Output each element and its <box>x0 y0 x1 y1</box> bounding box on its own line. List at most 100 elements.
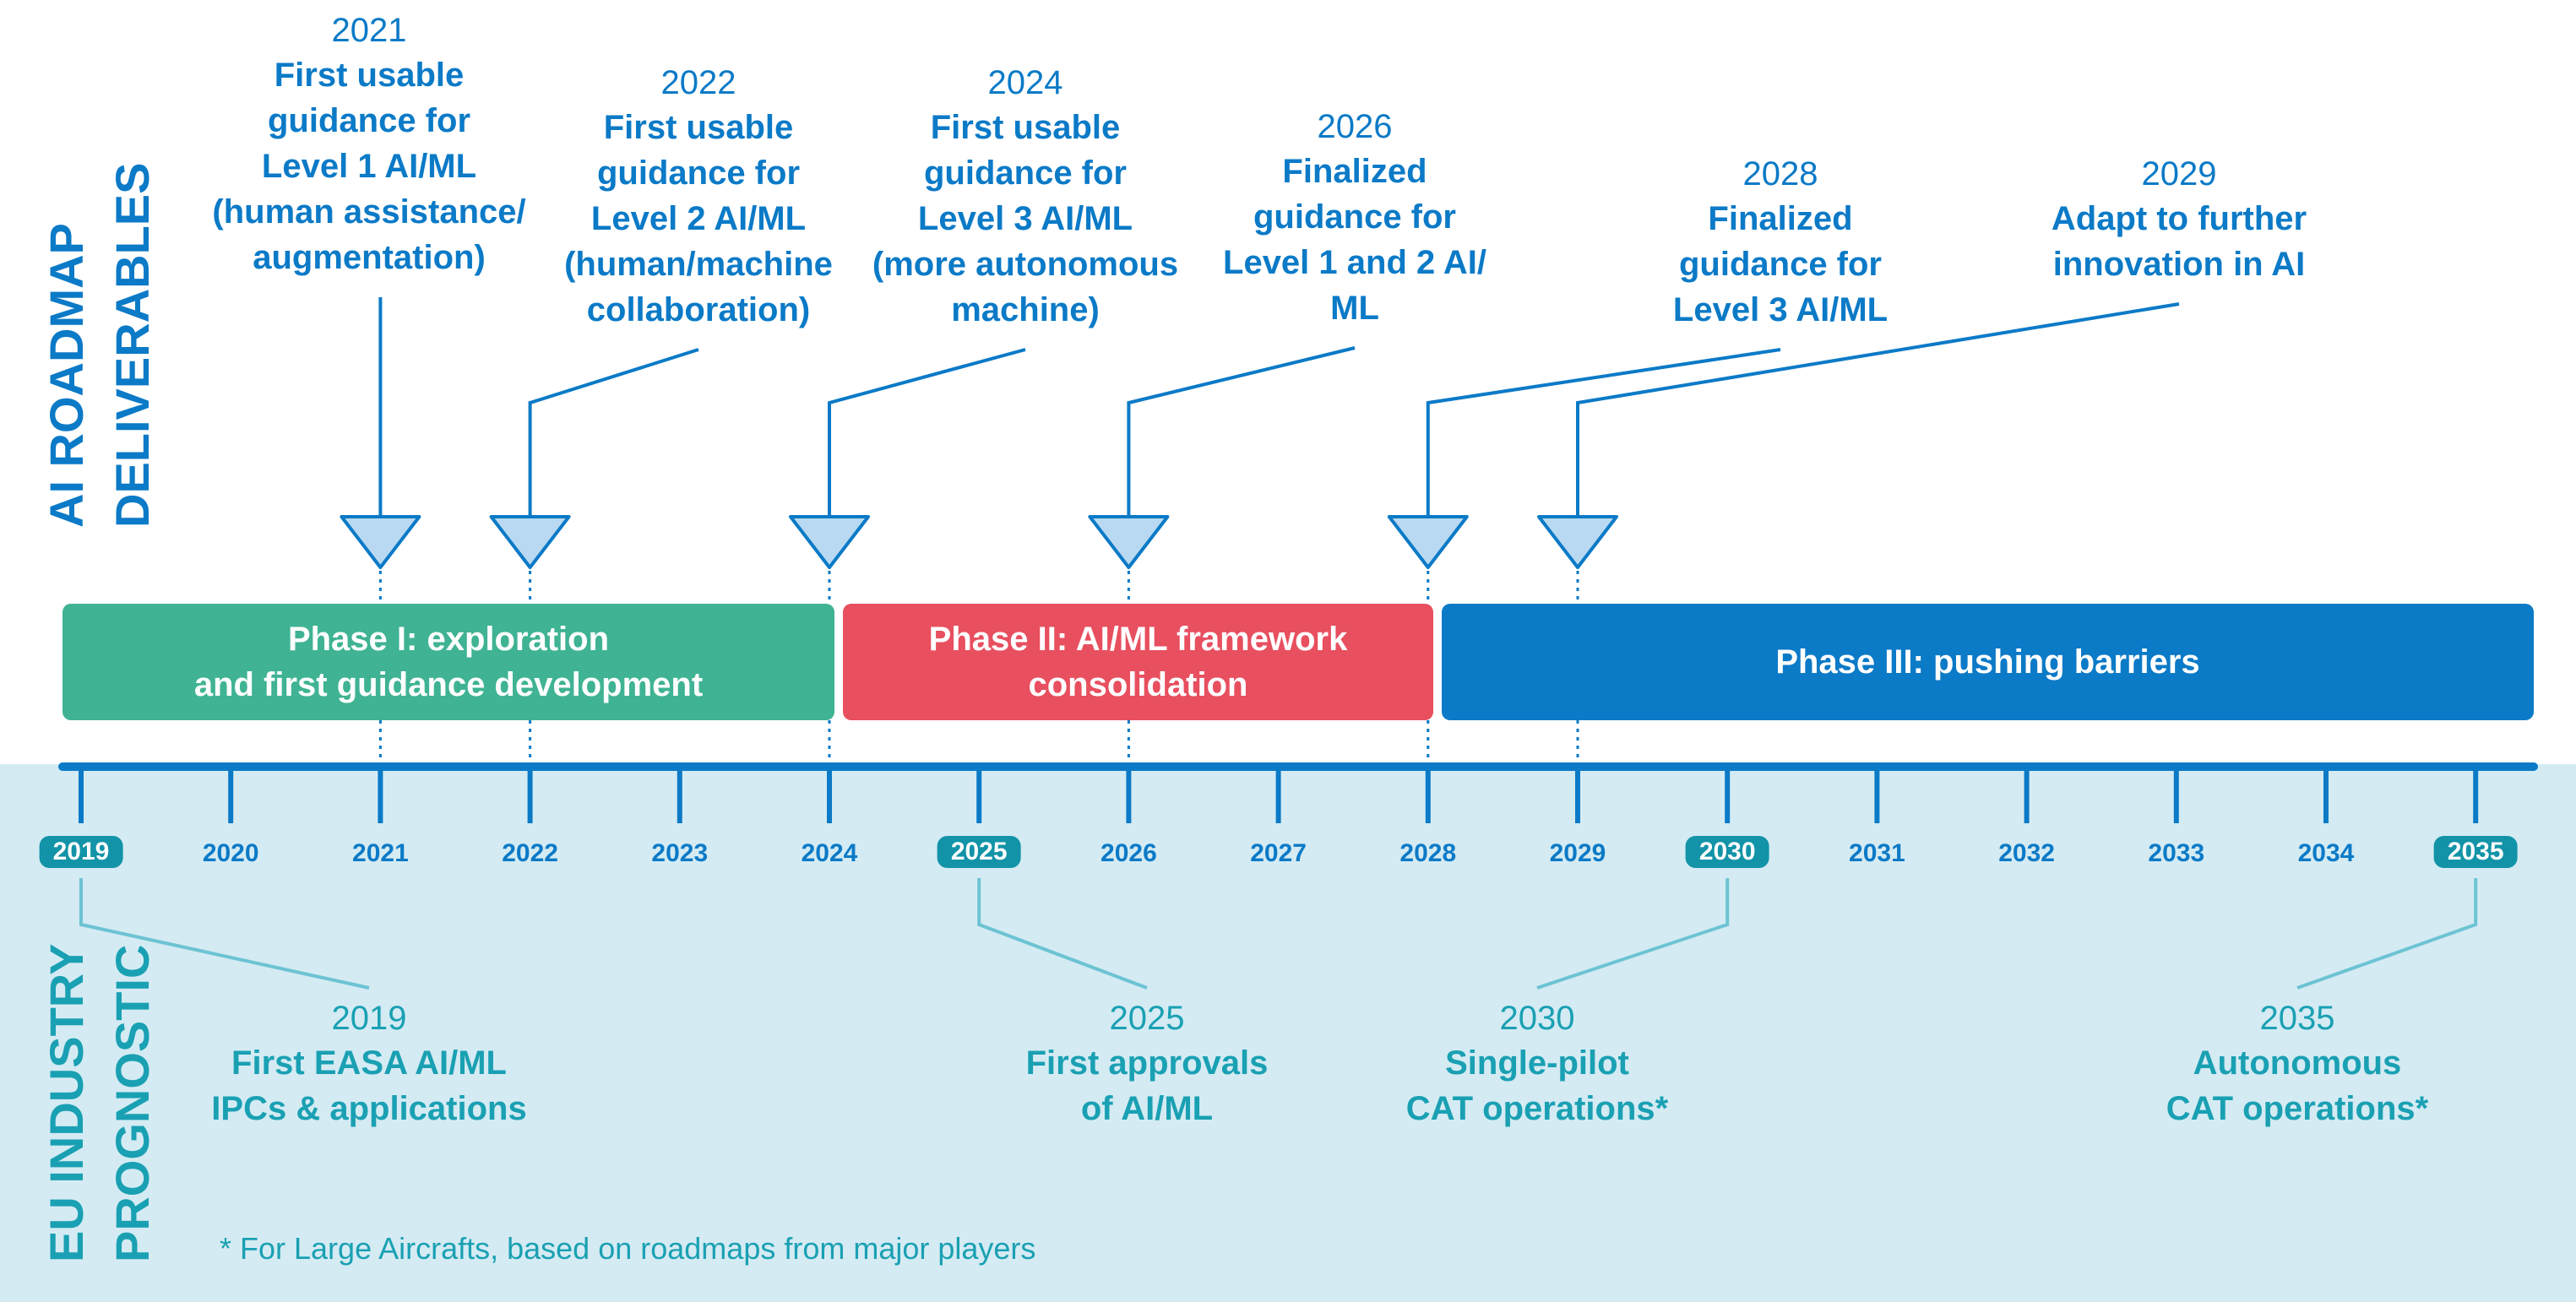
prognostic-text-line: of AI/ML <box>1080 1090 1214 1127</box>
prognostic-year: 2025 <box>1109 1000 1185 1037</box>
year-label: 2032 <box>1998 839 2055 867</box>
deliverable-text-line: collaboration) <box>586 291 811 328</box>
year-label: 2026 <box>1101 839 1157 867</box>
year-label: 2027 <box>1250 839 1307 867</box>
footnote: * For Large Aircrafts, based on roadmaps… <box>220 1231 1036 1266</box>
milestone-triangle-icon <box>340 515 421 569</box>
milestone-triangle-icon <box>1088 515 1170 569</box>
industry-title-line: EU INDUSTRY <box>40 943 93 1262</box>
year-label: 2020 <box>202 839 259 867</box>
deliverable-connector <box>1576 302 2180 515</box>
deliverables-title-line: AI ROADMAP <box>40 223 93 528</box>
prognostic-year: 2019 <box>331 1000 407 1037</box>
deliverable-text-line: machine) <box>951 291 1100 328</box>
deliverable-year: 2026 <box>1317 108 1393 145</box>
phase-label: Phase I: exploration and first guidance … <box>193 621 704 703</box>
deliverable-year: 2028 <box>1742 155 1818 193</box>
year-badge: 2030 <box>1685 836 1769 868</box>
year-badge: 2035 <box>2433 836 2518 868</box>
phase-bar-2: Phase II: AI/ML framework consolidation <box>843 604 1433 720</box>
deliverable-text-line: (more autonomous <box>872 246 1179 283</box>
deliverable-text-line: (human assistance/ <box>212 193 526 231</box>
deliverable-connector <box>828 348 1026 515</box>
year-label: 2024 <box>801 839 858 867</box>
year-label: 2033 <box>2148 839 2205 867</box>
industry-background <box>0 764 2576 1302</box>
prognostic-text-line: CAT operations* <box>2166 1090 2429 1127</box>
year-label: 2034 <box>2297 839 2355 867</box>
deliverable-text-line: ML <box>1330 290 1379 327</box>
deliverables-title-line: DELIVERABLES <box>106 162 159 529</box>
prognostic-connector <box>1536 878 1730 990</box>
deliverable-connector <box>528 348 699 515</box>
deliverable-text-line: guidance for <box>923 155 1128 192</box>
deliverable-connector <box>1426 348 1781 515</box>
deliverable-text-line: Finalized <box>1708 200 1853 237</box>
deliverable-text-line: guidance for <box>267 102 471 139</box>
prognostic-text-line: IPCs & applications <box>211 1090 527 1127</box>
deliverable-text-line: Level 3 AI/ML <box>917 200 1133 237</box>
deliverable-text-line: Level 1 AI/ML <box>261 148 477 185</box>
milestone-triangle-icon <box>789 515 870 569</box>
year-label: 2023 <box>651 839 709 867</box>
deliverable-text-line: Level 1 and 2 AI/ <box>1223 244 1486 281</box>
milestone-triangle-icon <box>489 515 571 569</box>
year-label: 2021 <box>352 839 409 867</box>
prognostic-connector <box>79 878 370 990</box>
deliverable-text-line: Level 2 AI/ML <box>590 200 807 237</box>
year-label: 2028 <box>1399 839 1457 867</box>
deliverable-text-line: First usable <box>930 109 1121 146</box>
deliverable-text-line: innovation in AI <box>2052 246 2306 283</box>
deliverable-text-line: augmentation) <box>253 239 486 276</box>
phase-label: Phase III: pushing barriers <box>1775 643 2200 681</box>
deliverable-text-line: guidance for <box>596 155 801 192</box>
deliverable-text-line: First usable <box>274 57 465 94</box>
year-label: 2029 <box>1549 839 1606 867</box>
deliverable-text-line: Adapt to further <box>2051 200 2307 237</box>
deliverable-year: 2024 <box>987 64 1063 101</box>
deliverable-text-line: (human/machine <box>564 246 833 283</box>
milestone-triangle-icon <box>1537 515 1618 569</box>
deliverable-year: 2021 <box>331 12 407 49</box>
deliverable-text-line: Level 3 AI/ML <box>1672 291 1889 328</box>
prognostic-text-line: CAT operations* <box>1405 1090 1669 1127</box>
prognostic-year: 2035 <box>2259 1000 2335 1037</box>
phase-bar-3: Phase III: pushing barriers <box>1442 604 2534 720</box>
deliverable-year: 2029 <box>2141 155 2217 193</box>
prognostic-text-line: First EASA AI/ML <box>231 1044 507 1082</box>
deliverable-connector <box>1127 346 1356 515</box>
milestone-triangle-icon <box>1387 515 1469 569</box>
industry-title-line: PROGNOSTIC <box>106 944 159 1262</box>
deliverable-text-line: guidance for <box>1253 198 1457 236</box>
prognostic-text-line: Autonomous <box>2193 1044 2402 1082</box>
prognostic-year: 2030 <box>1499 1000 1575 1037</box>
deliverable-year: 2022 <box>660 64 736 101</box>
year-badge: 2019 <box>39 836 123 868</box>
year-badge: 2025 <box>937 836 1021 868</box>
deliverable-text-line: First usable <box>603 109 794 146</box>
prognostic-connector <box>977 878 1148 990</box>
prognostic-text-line: Single-pilot <box>1445 1044 1629 1082</box>
year-label: 2022 <box>502 839 558 867</box>
phase-bar-1: Phase I: exploration and first guidance … <box>62 604 834 720</box>
prognostic-text-line: First approvals <box>1025 1044 1269 1082</box>
deliverable-text-line: guidance for <box>1678 246 1883 283</box>
deliverable-text-line: Finalized <box>1282 153 1427 190</box>
year-label: 2031 <box>1849 839 1905 867</box>
prognostic-connector <box>2296 878 2478 990</box>
phase-label: Phase II: AI/ML framework consolidation <box>928 621 1348 703</box>
